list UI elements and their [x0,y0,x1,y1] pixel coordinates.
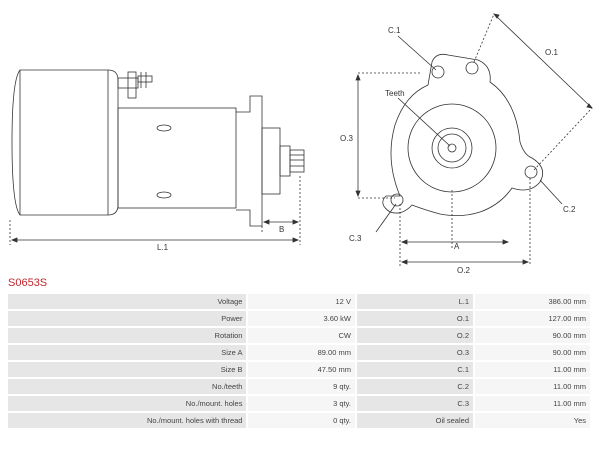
spec-value-2: 11.00 mm [475,379,590,394]
spec-label-2: L.1 [356,294,473,309]
spec-value-2: 11.00 mm [475,396,590,411]
spec-label: Rotation [8,328,247,343]
dim-B-label: B [279,225,284,234]
spec-value-2: 90.00 mm [475,328,590,343]
spec-value: 9 qty. [248,379,355,394]
spec-label-2: O.1 [356,311,473,326]
spec-label: No./mount. holes [8,396,247,411]
spec-label: Size B [8,362,247,377]
dim-C3-label: C.3 [349,234,362,243]
spec-value: 3 qty. [248,396,355,411]
side-view [9,69,305,245]
spec-label-2: C.3 [356,396,473,411]
spec-label-2: Oil sealed [356,413,473,428]
spec-label: No./mount. holes with thread [8,413,247,428]
starter-technical-drawing: L.1 B [9,13,593,275]
dim-O3-label: O.3 [340,134,353,143]
dim-O2-label: O.2 [457,266,470,275]
dim-C1-label: C.1 [388,26,401,35]
dim-C2-label: C.2 [563,205,576,214]
spec-value-2: 90.00 mm [475,345,590,360]
dim-teeth-label: Teeth [385,89,405,98]
spec-value-2: 11.00 mm [475,362,590,377]
spec-value: 47.50 mm [248,362,355,377]
spec-label-2: O.2 [356,328,473,343]
spec-value: 12 V [248,294,355,309]
dim-L1-label: L.1 [157,243,169,252]
spec-value: 89.00 mm [248,345,355,360]
spec-label-2: O.3 [356,345,473,360]
spec-value-2: 127.00 mm [475,311,590,326]
part-number-title: S0653S [8,277,48,289]
spec-value: CW [248,328,355,343]
spec-label: Voltage [8,294,247,309]
spec-value: 3.60 kW [248,311,355,326]
spec-label: Size A [8,345,247,360]
front-view [355,13,593,266]
spec-value-2: Yes [475,413,590,428]
dim-O1-label: O.1 [545,48,558,57]
spec-label: Power [8,311,247,326]
dim-A-label: A [454,242,460,251]
spec-value: 0 qty. [248,413,355,428]
spec-value-2: 386.00 mm [475,294,590,309]
spec-label-2: C.1 [356,362,473,377]
spec-label: No./teeth [8,379,247,394]
spec-label-2: C.2 [356,379,473,394]
